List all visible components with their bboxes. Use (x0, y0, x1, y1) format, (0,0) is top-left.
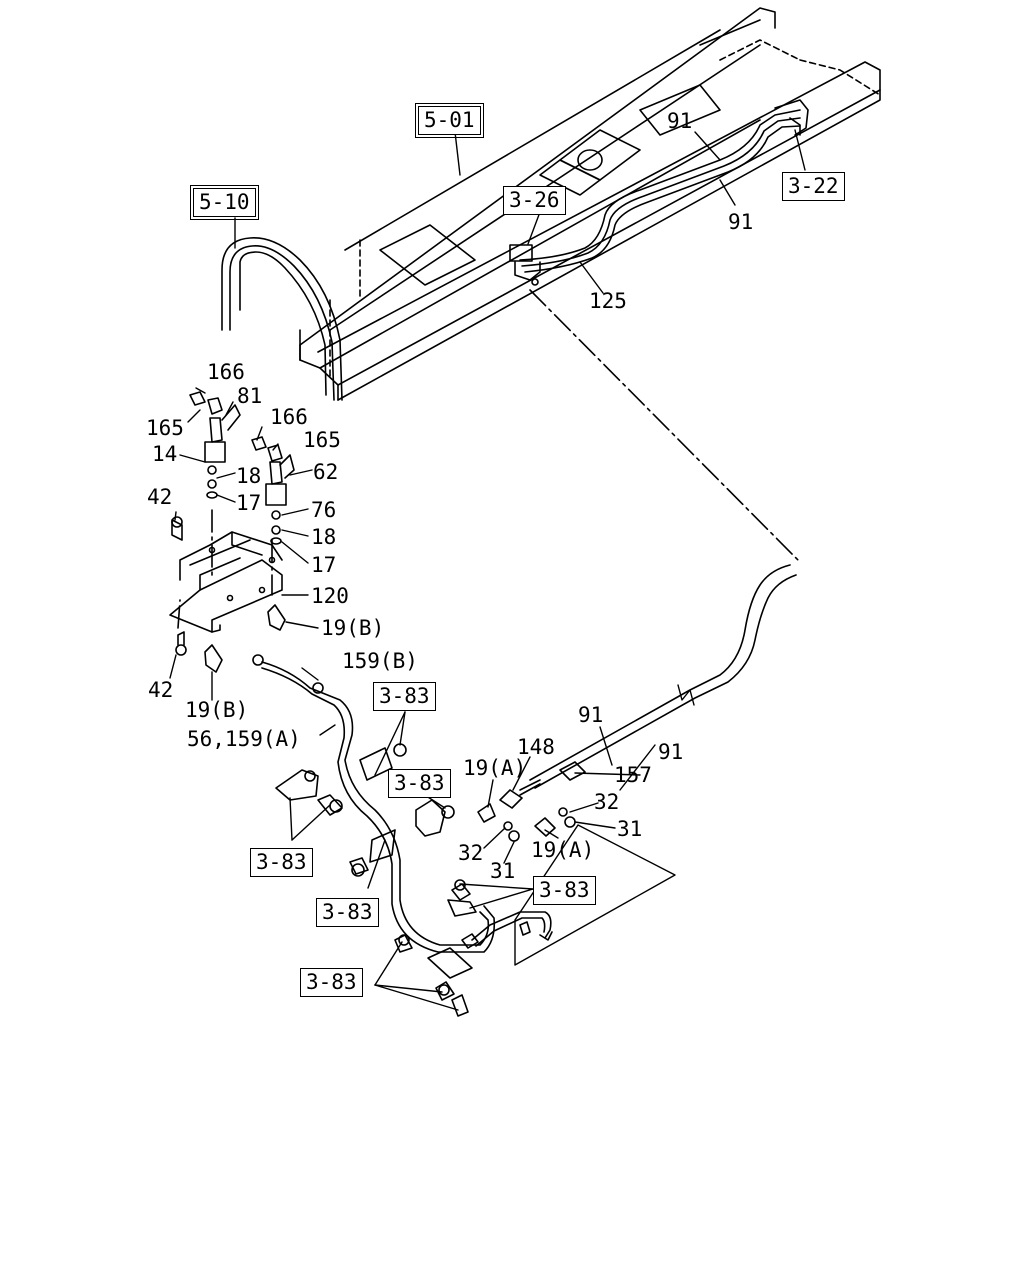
part-label-31: 31 (490, 859, 516, 883)
part-label-42: 42 (147, 485, 173, 509)
part-label-120: 120 (311, 584, 349, 608)
part-label-166: 166 (270, 405, 308, 429)
right-brake-lines (519, 564, 797, 796)
part-label-42: 42 (148, 678, 174, 702)
valve-stack-right (251, 436, 295, 545)
valve-stack-left (189, 391, 241, 499)
ref-box-3-83: 3-83 (300, 968, 363, 997)
ref-box-3-83: 3-83 (316, 898, 379, 927)
part-label-14: 14 (152, 442, 178, 466)
ref-box-3-83: 3-83 (533, 876, 596, 905)
part-label-91: 91 (667, 109, 693, 133)
clips-3-83 (275, 743, 477, 1017)
dash-dot-connectors (177, 289, 799, 629)
right-fittings (477, 789, 576, 842)
part-label-17: 17 (311, 553, 337, 577)
part-label-31: 31 (617, 817, 643, 841)
fittings-19b (204, 604, 286, 673)
part-label-18: 18 (311, 525, 337, 549)
ref-box-5-10: 5-10 (190, 185, 259, 220)
part-label-32: 32 (458, 841, 484, 865)
part-label-148: 148 (517, 735, 555, 759)
ref-box-3-83: 3-83 (250, 848, 313, 877)
part-label-91: 91 (728, 210, 754, 234)
upper-brake-lines (509, 99, 809, 286)
bracket-120 (169, 516, 283, 656)
ref-box-3-83: 3-83 (388, 769, 451, 798)
part-label-159b: 159(B) (342, 649, 418, 673)
ref-box-5-01: 5-01 (415, 103, 484, 138)
part-label-19a: 19(A) (531, 838, 595, 862)
ref-box-3-83: 3-83 (373, 682, 436, 711)
part-label-125: 125 (589, 289, 627, 313)
part-label-19b: 19(B) (321, 616, 385, 640)
part-label-166: 166 (207, 360, 245, 384)
ref-box-3-26: 3-26 (503, 186, 566, 215)
part-label-62: 62 (313, 460, 339, 484)
lower-brake-pipe (252, 654, 553, 953)
leader-lines (169, 129, 806, 1011)
part-label-76: 76 (311, 498, 337, 522)
part-label-19b: 19(B) (185, 698, 249, 722)
part-label-91: 91 (578, 703, 604, 727)
part-label-91: 91 (658, 740, 684, 764)
guard-pipe (221, 237, 343, 401)
part-label-19a: 19(A) (463, 756, 527, 780)
part-label-32: 32 (594, 790, 620, 814)
part-label-165: 165 (146, 416, 184, 440)
ref-box-3-22: 3-22 (782, 172, 845, 201)
part-label-81: 81 (237, 384, 263, 408)
part-label-157: 157 (614, 763, 652, 787)
part-label-165: 165 (303, 428, 341, 452)
part-label-56-159a: 56,159(A) (187, 727, 301, 751)
frame-rail (299, 7, 881, 401)
part-label-17: 17 (236, 491, 262, 515)
part-label-18: 18 (236, 464, 262, 488)
